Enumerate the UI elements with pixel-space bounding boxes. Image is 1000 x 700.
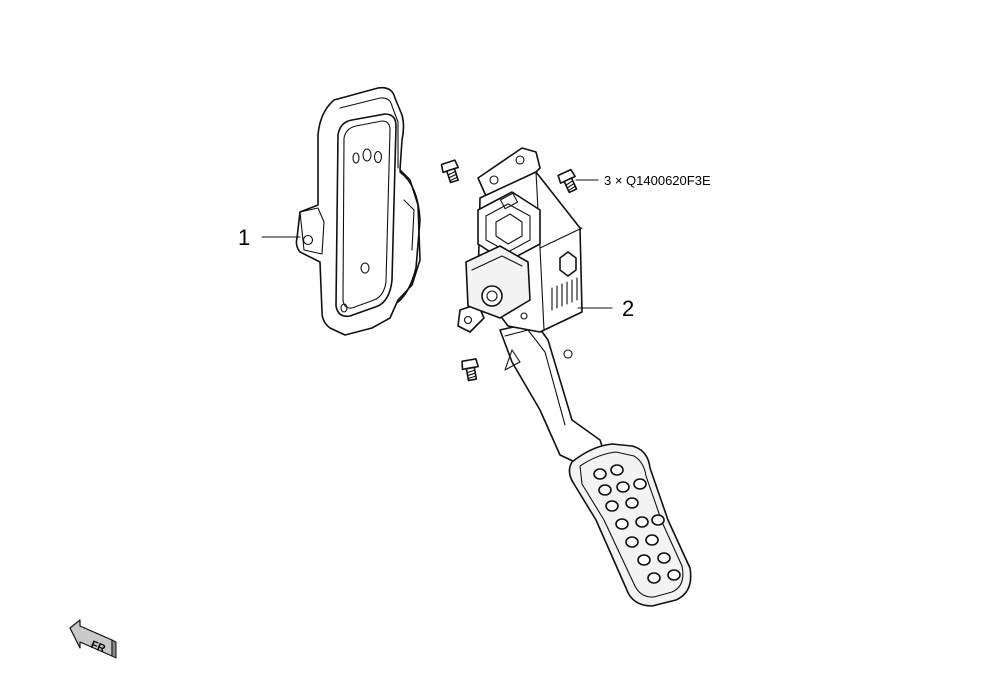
bolt-icon [557,168,578,194]
pedal-assembly-part-2 [457,147,692,607]
bolt-icon [440,159,460,184]
callout-part-1: 1 [238,225,250,250]
front-direction-label: FR [89,639,107,656]
front-direction-arrow-icon: FR [69,619,117,659]
callout-part-2: 2 [622,296,634,321]
callout-bolts-part-number: 3 × Q1400620F3E [604,173,711,188]
bolt-icon [461,358,480,382]
housing-fins [551,277,578,311]
bracket-part-1 [295,86,421,336]
